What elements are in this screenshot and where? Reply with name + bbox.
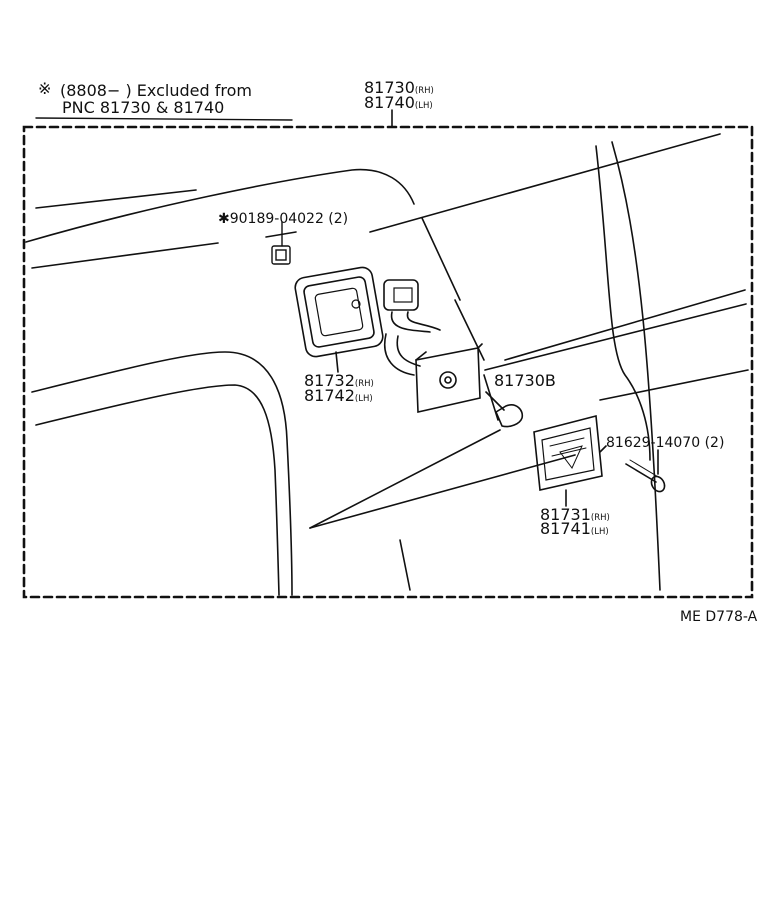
assembly-rh: 81730(RH) xyxy=(364,80,434,96)
lens-rh-part: 81731 xyxy=(540,505,591,524)
gasket-lh-part: 81742 xyxy=(304,386,355,405)
bulb-label: 81730B xyxy=(494,371,556,390)
clip-label: ✱90189-04022 (2) xyxy=(218,211,349,227)
gasket-lh: 81742(LH) xyxy=(304,388,373,404)
retainer-clip xyxy=(271,221,291,265)
diagram-code: ME D778-A xyxy=(680,609,758,625)
lens-lh: 81741(LH) xyxy=(540,521,609,537)
diagram-frame xyxy=(22,125,754,599)
lens-rh-tag: (RH) xyxy=(590,513,610,523)
socket-wiring xyxy=(383,279,441,376)
note-line-1: (8808− ) Excluded from xyxy=(60,81,252,100)
gasket-rh-part: 81732 xyxy=(304,371,355,390)
bulb xyxy=(485,391,524,428)
assembly-lh: 81740(LH) xyxy=(364,95,433,111)
assembly-lh-part: 81740 xyxy=(364,93,415,112)
gasket-rh: 81732(RH) xyxy=(304,373,374,389)
note-line-2: PNC 81730 & 81740 xyxy=(62,98,225,117)
lens xyxy=(533,414,603,507)
lens-rh: 81731(RH) xyxy=(540,507,610,523)
screw-leader xyxy=(599,445,607,453)
lamp-housing xyxy=(415,343,483,413)
gasket xyxy=(294,266,384,373)
assembly-rh-tag: (RH) xyxy=(414,86,434,96)
assembly-lh-tag: (LH) xyxy=(414,101,433,111)
screw xyxy=(625,449,666,493)
lens-lh-tag: (LH) xyxy=(590,527,609,537)
lens-lh-part: 81741 xyxy=(540,519,591,538)
gasket-rh-tag: (RH) xyxy=(354,379,374,389)
note-mark: ※ xyxy=(38,79,52,98)
gasket-lh-tag: (LH) xyxy=(354,394,373,404)
note-underline xyxy=(35,117,293,121)
assembly-rh-part: 81730 xyxy=(364,78,415,97)
screw-label: 81629-14070 (2) xyxy=(606,435,725,451)
vehicle-body-outline xyxy=(25,133,749,596)
